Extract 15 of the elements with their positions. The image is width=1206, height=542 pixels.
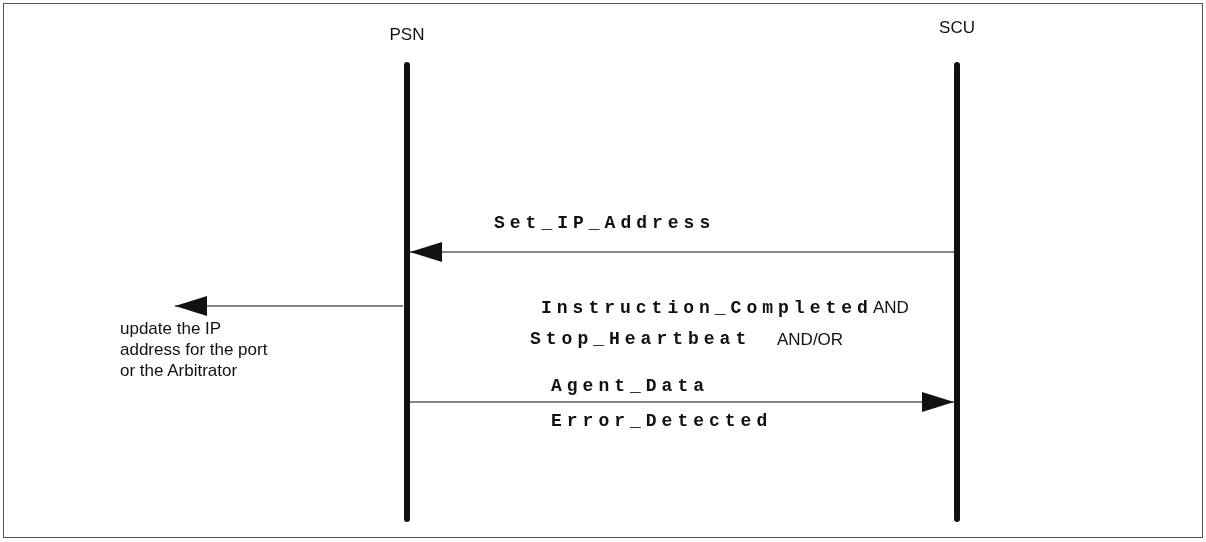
lifeline xyxy=(404,62,410,522)
lifeline-label: SCU xyxy=(939,18,975,38)
lifeline xyxy=(954,62,960,522)
message-name: Stop_Heartbeat xyxy=(530,329,752,350)
operator-text: AND/OR xyxy=(777,329,844,350)
message-arrow xyxy=(409,392,955,412)
message-label: Set_IP_Address xyxy=(494,213,716,234)
message-arrow xyxy=(174,296,404,316)
message-name: Instruction_Completed xyxy=(541,298,873,319)
lifeline-label: PSN xyxy=(389,25,425,45)
note-text: update the IP address for the port or the Arbitrator xyxy=(120,306,285,381)
message-arrow xyxy=(409,242,955,262)
message-label: Agent_Data xyxy=(551,376,710,397)
operator-text: AND xyxy=(873,297,909,318)
message-name: Error_Detected xyxy=(551,411,773,432)
